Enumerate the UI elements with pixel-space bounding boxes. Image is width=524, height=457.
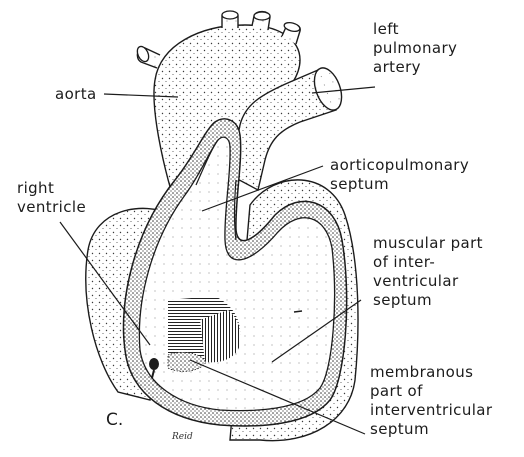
label-aorta-text: aorta: [55, 85, 97, 104]
label-aorta: aorta: [55, 85, 97, 104]
aortic-branch-1-opening: [222, 11, 238, 19]
label-line: pulmonary: [373, 39, 457, 58]
label-line: of inter-: [373, 253, 483, 272]
label-right-ventricle: right ventricle: [17, 179, 86, 217]
label-line: septum: [330, 175, 469, 194]
label-line: aorticopulmonary: [330, 156, 469, 175]
label-line: artery: [373, 58, 457, 77]
label-line: muscular part: [373, 234, 483, 253]
label-line: part of: [370, 382, 492, 401]
label-line: septum: [370, 420, 492, 439]
label-left-pulmonary-artery: left pulmonary artery: [373, 20, 457, 77]
label-muscular-part: muscular part of inter- ventricular sept…: [373, 234, 483, 310]
label-membranous-part: membranous part of interventricular sept…: [370, 363, 492, 439]
surface-mark: [294, 311, 302, 312]
aortic-branch-2-opening: [254, 12, 270, 20]
artist-signature: Reid: [172, 432, 193, 442]
label-line: ventricle: [17, 198, 86, 217]
label-line: membranous: [370, 363, 492, 382]
label-aorticopulmonary-septum: aorticopulmonary septum: [330, 156, 469, 194]
ostium-dark: [149, 358, 159, 370]
label-line: right: [17, 179, 86, 198]
label-line: left: [373, 20, 457, 39]
label-line: septum: [373, 291, 483, 310]
label-line: ventricular: [373, 272, 483, 291]
panel-letter: C.: [106, 410, 123, 430]
label-line: interventricular: [370, 401, 492, 420]
